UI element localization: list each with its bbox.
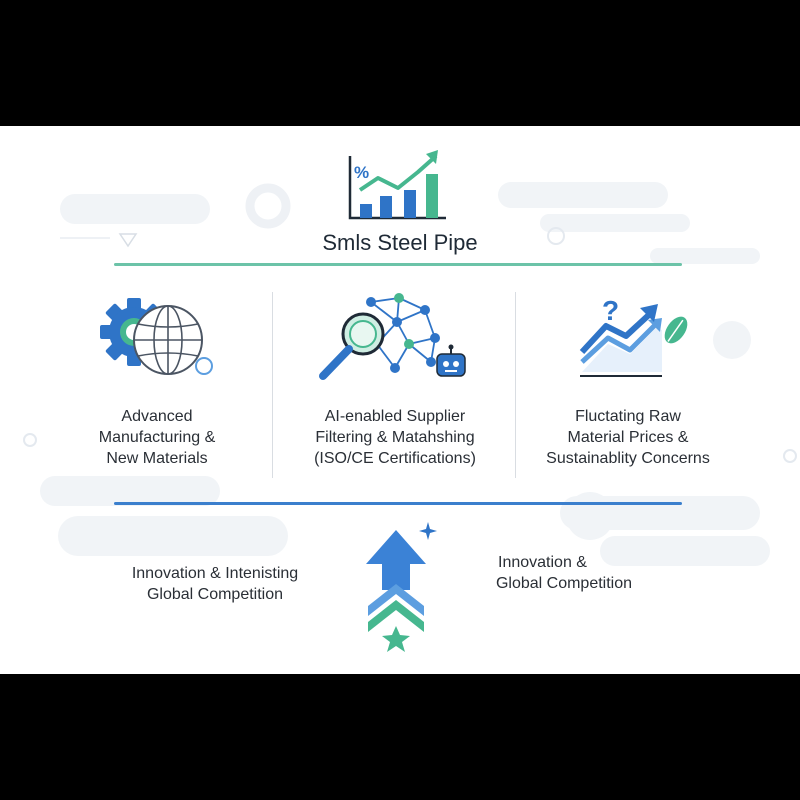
bottom-icon — [360, 520, 444, 658]
feature-3-line-3: Sustainablity Concerns — [546, 450, 710, 467]
bottom-left-line-2: Global Competition — [146, 586, 284, 603]
magnifier-network-robot-icon — [319, 293, 466, 380]
feature-1-line-1: Advanced — [121, 408, 193, 425]
feature-2-text: AI-enabled Supplier Filtering & Matahshi… — [290, 406, 500, 469]
percent-icon: % — [354, 163, 369, 182]
section-divider-line — [114, 502, 682, 505]
title-underline — [114, 263, 682, 266]
feature-2-icon — [315, 292, 475, 388]
bottom-right-line-1: Innovation & — [498, 554, 587, 571]
feature-3-text: Fluctating Raw Material Prices & Sustain… — [530, 406, 726, 469]
feature-1-line-2: Manufacturing & — [98, 429, 216, 446]
bottom-right-line-2: Global Competition — [495, 575, 633, 592]
feature-3-line-2: Material Prices & — [567, 429, 689, 446]
feature-3-icon: ? — [578, 292, 694, 380]
feature-1-text: Advanced Manufacturing & New Materials — [72, 406, 242, 469]
bottom-left-text: Innovation & Intenisting Global Competit… — [110, 563, 320, 605]
growth-bar-chart-icon: % — [348, 150, 446, 220]
column-divider-1 — [272, 292, 273, 478]
question-mark-icon: ? — [602, 295, 619, 326]
feature-2-line-2: Filtering & Matahshing — [315, 429, 475, 446]
upward-arrow-star-icon — [366, 522, 437, 652]
bottom-right-text: Innovation & Global Competition — [480, 552, 648, 594]
bottom-left-line-1: Innovation & Intenisting — [131, 565, 299, 582]
header-icon: % — [340, 150, 452, 226]
gear-globe-icon — [100, 298, 213, 375]
feature-1-line-3: New Materials — [106, 450, 208, 467]
feature-2-line-1: AI-enabled Supplier — [324, 408, 466, 425]
feature-1-icon — [100, 296, 215, 380]
feature-2-line-3: (ISO/CE Certifications) — [314, 450, 476, 467]
column-divider-2 — [515, 292, 516, 478]
question-trend-leaf-icon: ? — [579, 295, 688, 377]
feature-3-line-1: Fluctating Raw — [575, 408, 681, 425]
page-title: Smls Steel Pipe — [322, 230, 478, 255]
